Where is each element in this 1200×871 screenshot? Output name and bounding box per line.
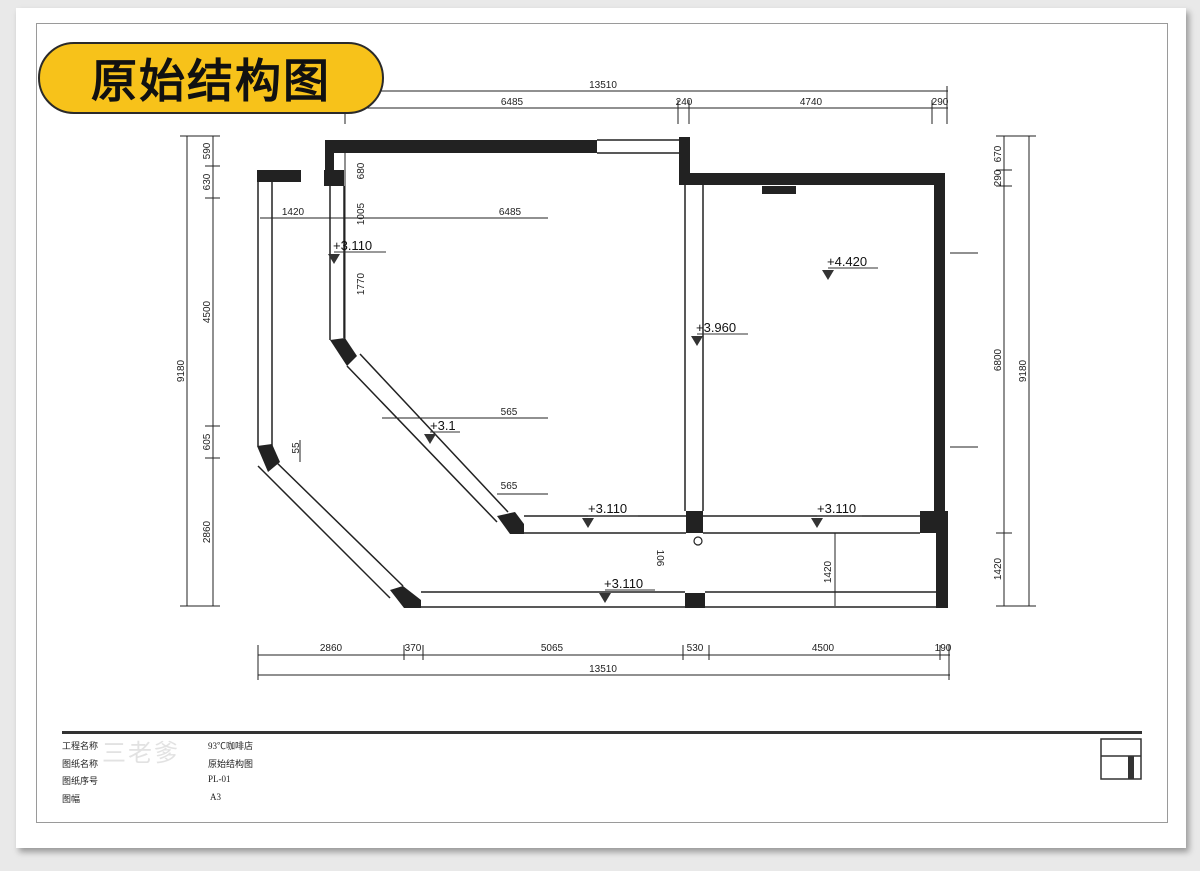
drawing-title: 原始结构图 [91, 54, 331, 108]
level-markers [328, 254, 834, 603]
level-label: +4.420 [827, 254, 867, 269]
level-label: +3.110 [604, 576, 643, 591]
level-labels: +3.110 +4.420 +3.960 +3.1 +3.110 +3.110 … [333, 238, 867, 591]
dim-top-seg: 4740 [800, 97, 823, 108]
dim-left-seg: 4500 [202, 300, 213, 323]
dim-bottom-total: 13510 [589, 664, 617, 675]
level-label: +3.110 [817, 501, 856, 516]
dim-top-seg: 290 [932, 97, 949, 108]
drawing-name-label: 图纸名称 [62, 759, 99, 769]
dim-inner: 1770 [356, 272, 367, 295]
level-label: +3.110 [588, 501, 627, 516]
dim-inner: 106 [654, 550, 665, 567]
dim-bottom-seg: 5065 [541, 643, 564, 654]
level-triangle [328, 254, 340, 264]
sheet-size-value: A3 [210, 792, 221, 802]
level-underlines [334, 251, 878, 591]
dim-left-seg: 590 [202, 142, 213, 159]
dim-right-total: 9180 [1018, 359, 1029, 382]
dim-bottom-seg: 370 [405, 643, 422, 654]
column-mark [693, 536, 703, 546]
dim-bottom-seg: 190 [935, 643, 952, 654]
dim-left-total: 9180 [176, 359, 187, 382]
dim-inner: 1005 [356, 202, 367, 225]
drawing-sheet [16, 8, 1186, 848]
sheet-size-label: 图幅 [62, 794, 81, 804]
dim-inner: 565 [501, 407, 518, 418]
dim-top-seg: 6485 [501, 97, 524, 108]
dim-bottom-seg: 4500 [812, 643, 835, 654]
dim-inner: 680 [356, 162, 367, 179]
project-name-value: 93℃咖啡店 [208, 741, 254, 751]
dim-left-seg: 630 [202, 173, 213, 190]
level-label: +3.110 [333, 238, 372, 253]
dim-left-seg: 2860 [202, 520, 213, 543]
level-triangle [811, 518, 823, 528]
dim-right-seg: 290 [993, 169, 1004, 186]
watermark: 三老爹 [102, 739, 180, 767]
dimension-lines [180, 86, 1036, 680]
dim-top-total: 13510 [589, 80, 617, 91]
level-label: +3.1 [430, 418, 456, 433]
dim-inner: 1420 [282, 207, 305, 218]
level-triangle [424, 434, 436, 444]
thin-walls [257, 139, 936, 608]
level-triangle [599, 593, 611, 603]
dim-inner: 6485 [499, 207, 522, 218]
drawing-frame [36, 23, 1168, 823]
title-block-divider [62, 731, 1142, 734]
dim-right-seg: 6800 [993, 348, 1004, 371]
dim-inner: 1420 [823, 560, 834, 583]
level-triangle [582, 518, 594, 528]
level-triangle [822, 270, 834, 280]
wall-stub [762, 186, 796, 194]
dim-top-seg: 240 [676, 97, 693, 108]
drawing-number-label: 图纸序号 [62, 776, 99, 786]
dim-inner: 565 [501, 481, 518, 492]
level-label: +3.960 [696, 320, 736, 335]
project-name-label: 工程名称 [62, 741, 99, 751]
dim-bottom-seg: 530 [687, 643, 704, 654]
dim-left-seg: 605 [202, 433, 213, 450]
dimension-labels: 13510 6485 240 4740 290 2860 370 5065 53… [176, 80, 1029, 675]
level-triangle [691, 336, 703, 346]
dim-bottom-seg: 2860 [320, 643, 343, 654]
studio-logo-icon [1100, 738, 1142, 780]
dim-right-seg: 1420 [993, 557, 1004, 580]
drawing-title-badge: 原始结构图 [38, 42, 384, 114]
dim-inner: 55 [291, 442, 302, 454]
walls [257, 137, 948, 608]
dim-right-seg: 670 [993, 145, 1004, 162]
drawing-name-value: 原始结构图 [208, 759, 254, 769]
drawing-number-value: PL-01 [208, 774, 231, 784]
